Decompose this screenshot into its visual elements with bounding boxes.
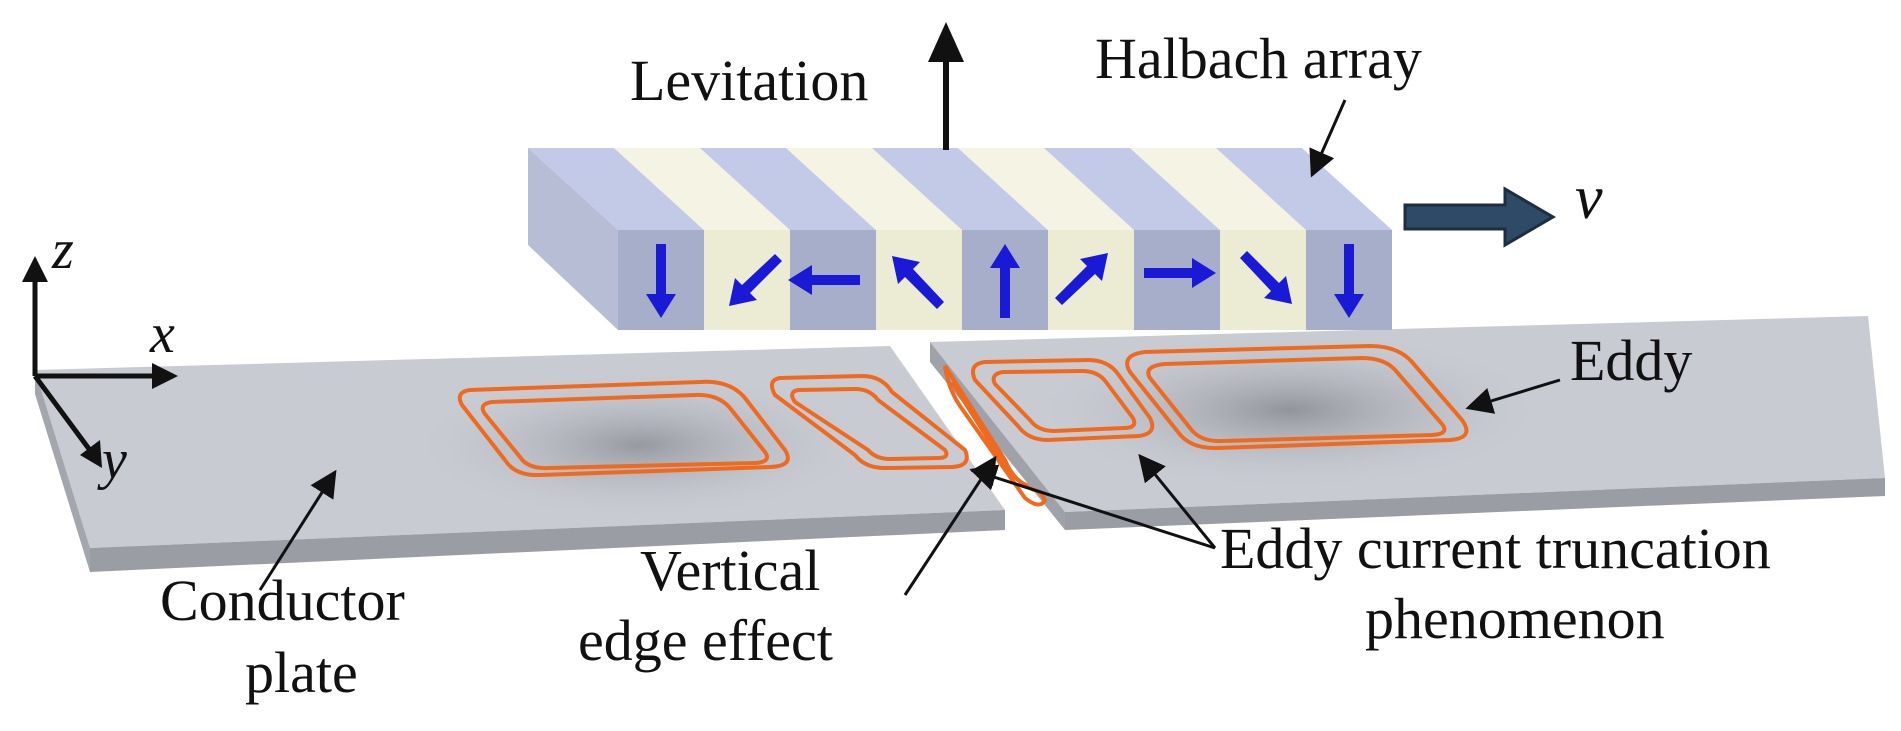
magnet-top-6 [958, 148, 1134, 230]
plate-right-gap-face [930, 342, 1065, 530]
magnet-arrow-down-1 [646, 244, 676, 318]
leader-lines [258, 99, 1561, 596]
y-axis [32, 374, 95, 455]
label-axis-z: z [51, 219, 74, 281]
label-eddy: Eddy [1570, 328, 1692, 393]
magnet-top-1 [528, 148, 704, 230]
leader-truncation-2 [1138, 453, 1217, 549]
eddy-loop-left-small-inner [790, 386, 949, 462]
coordinate-axes [22, 256, 178, 468]
y-axis-head [80, 440, 102, 468]
label-truncation-2: phenomenon [1365, 586, 1665, 651]
label-vertical-edge-1: Vertical [640, 538, 820, 603]
z-axis-head [22, 256, 48, 282]
label-levitation: Levitation [630, 48, 868, 113]
magnet-arrow-up-left [892, 256, 944, 309]
leader-halbach [1309, 99, 1347, 178]
magnet-front-6 [1048, 230, 1134, 330]
label-axis-x: x [149, 303, 175, 365]
x-axis-head [152, 363, 178, 389]
magnetization-arrows [646, 244, 1364, 318]
label-truncation-1: Eddy current truncation [1220, 516, 1771, 581]
plate-left-shadow [410, 370, 870, 520]
magnet-top-4 [786, 148, 962, 230]
plate-left-bottom-edge [90, 510, 1005, 572]
magnet-arrow-down-2 [1334, 244, 1364, 318]
leader-conductor [258, 469, 337, 591]
plate-left-front [35, 370, 90, 572]
label-halbach-array: Halbach array [1095, 26, 1422, 91]
eddy-loop-left-small-outer [769, 373, 969, 471]
label-conductor-plate-1: Conductor [160, 568, 405, 633]
conductor-plate-right [930, 316, 1885, 530]
magnet-top-3 [700, 148, 876, 230]
eddy-loop-right-large-inner [1146, 355, 1447, 444]
magnet-left-side [528, 148, 618, 330]
magnet-top-9 [1216, 148, 1392, 230]
eddy-loop-left-large-outer [457, 379, 790, 478]
eddy-loop-right-small-inner [991, 368, 1137, 434]
magnet-arrow-up [990, 244, 1020, 318]
eddy-loop-edge-inner [950, 380, 1029, 488]
magnet-arrow-left [788, 265, 860, 295]
eddy-loop-right-large-outer [1125, 343, 1469, 451]
eddy-loop-right-small-outer [971, 357, 1155, 443]
plate-right-bottom-edge [1065, 478, 1885, 530]
magnet-arrow-up-right [1055, 253, 1108, 305]
magnet-top-5 [872, 148, 1048, 230]
label-vertical-edge-2: edge effect [578, 608, 833, 673]
magnet-arrow-down-right [1240, 251, 1292, 304]
eddy-loops [457, 343, 1469, 507]
magnet-arrow-down-left [729, 254, 782, 306]
label-conductor-plate-2: plate [245, 640, 358, 705]
halbach-array [528, 148, 1392, 330]
label-axis-y: y [97, 429, 127, 491]
magnet-top-8 [1130, 148, 1306, 230]
label-velocity: v [1575, 164, 1603, 232]
magnet-top-2 [614, 148, 790, 230]
magnet-front-2 [704, 230, 790, 330]
velocity-arrow [1403, 186, 1556, 248]
leader-truncation-1 [969, 464, 1216, 550]
magnet-top-7 [1044, 148, 1220, 230]
eddy-loop-left-large-inner [480, 392, 769, 471]
levitation-arrow [928, 22, 964, 150]
conductor-plate-left [35, 346, 1005, 572]
magnet-front-7 [1134, 230, 1220, 330]
magnet-arrow-right [1144, 258, 1216, 288]
leader-eddy [1465, 378, 1561, 414]
plate-right-shadow [1030, 330, 1550, 490]
